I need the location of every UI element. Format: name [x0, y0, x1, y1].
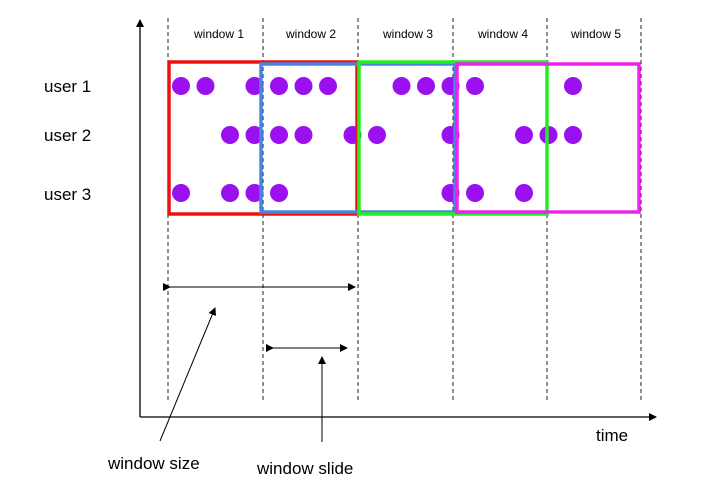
event-dot — [270, 184, 288, 202]
event-dot — [270, 77, 288, 95]
window-label-2: window 2 — [285, 27, 336, 41]
event-dot — [515, 184, 533, 202]
event-dot — [294, 77, 313, 95]
event-dot — [515, 126, 533, 144]
event-dot — [245, 184, 264, 202]
window-label-4: window 4 — [477, 27, 528, 41]
event-dot — [392, 77, 411, 95]
user-label-1: user 1 — [44, 77, 91, 96]
event-dot — [196, 77, 215, 95]
event-dot — [368, 126, 386, 144]
event-dot — [245, 126, 264, 144]
event-dot — [564, 126, 582, 144]
x-axis-label: time — [596, 426, 628, 445]
event-dot — [172, 77, 190, 95]
window-box-4 — [455, 62, 641, 214]
window-size-label: window size — [107, 454, 200, 473]
event-dot — [466, 184, 484, 202]
window-size-pointer — [159, 307, 217, 442]
event-dots — [172, 77, 582, 202]
event-dot — [172, 184, 190, 202]
user-label-2: user 2 — [44, 126, 91, 145]
window-label-5: window 5 — [570, 27, 621, 41]
event-dot — [221, 184, 239, 202]
event-dot — [245, 77, 264, 95]
window-box-1 — [167, 60, 359, 216]
window-boundaries — [167, 18, 642, 400]
event-dot — [294, 126, 313, 144]
window-label-3: window 3 — [382, 27, 433, 41]
event-dot — [564, 77, 582, 95]
window-slide-label: window slide — [256, 459, 353, 478]
event-dot — [221, 126, 239, 144]
event-dot — [466, 77, 484, 95]
event-dot — [417, 77, 435, 95]
event-dot — [319, 77, 337, 95]
window-label-1: window 1 — [193, 27, 244, 41]
window-box-3 — [357, 60, 549, 216]
user-label-3: user 3 — [44, 185, 91, 204]
event-dot — [270, 126, 288, 144]
